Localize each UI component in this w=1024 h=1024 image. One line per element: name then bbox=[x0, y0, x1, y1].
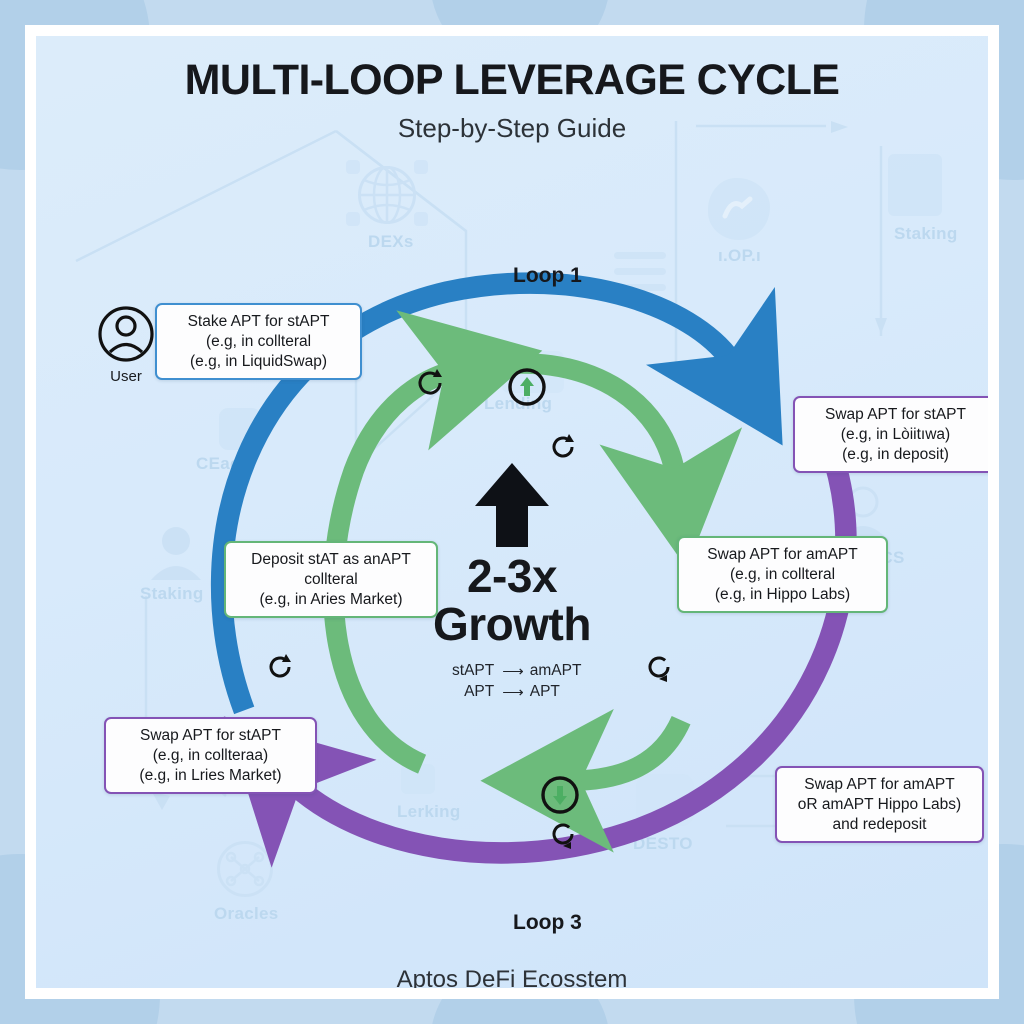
loop2-arrow-green-left bbox=[323, 310, 543, 774]
loop-3-label: Loop 3 bbox=[513, 911, 582, 934]
globe-grid-icon bbox=[359, 166, 415, 224]
page-subtitle: Step-by-Step Guide bbox=[397, 113, 627, 143]
step-line: and redeposit bbox=[832, 815, 927, 833]
watermark-desto: DESTO bbox=[633, 834, 693, 853]
watermark-lerking-bottom: Lerking bbox=[397, 802, 461, 821]
flow-row-stapt: stAPT ⟶ amAPT bbox=[382, 662, 642, 680]
growth-multiplier: 2-3x bbox=[466, 550, 558, 602]
staking-card-icon bbox=[888, 154, 942, 216]
flow-row-apt: APT ⟶ APT bbox=[382, 683, 642, 701]
step-line: (e.g, in collteral bbox=[729, 565, 836, 583]
step-swap-apt-amapt-hippo[interactable]: Swap APT for amAPT (e.g, in collteral (e… bbox=[677, 536, 888, 614]
step-line: (e.g, in Lòiitıwa) bbox=[840, 425, 951, 443]
step-swap-apt-stapt-lries[interactable]: Swap APT for stAPT (e.g, in collteraa) (… bbox=[104, 717, 317, 795]
loop-1-label: Loop 1 bbox=[513, 264, 582, 287]
step-line: (e.g, in Aries Market) bbox=[259, 590, 403, 608]
node-dot-icon bbox=[346, 212, 360, 226]
center-growth-block: 2-3x Growth stAPT ⟶ amAPT APT ⟶ APT bbox=[382, 461, 642, 701]
user-actor: User bbox=[96, 306, 156, 385]
user-icon bbox=[98, 306, 154, 362]
loop1-arrow-blue bbox=[210, 272, 783, 715]
swap-blob-icon bbox=[708, 178, 770, 240]
flow-arrow-icon: ⟶ bbox=[502, 684, 523, 702]
step-line: Swap APT for stAPT bbox=[140, 727, 281, 744]
step-line: (e.g, in Hippo Labs) bbox=[714, 585, 851, 603]
badge-refresh-bottom bbox=[552, 823, 574, 849]
step-line: Stake APT for stAPT bbox=[187, 313, 330, 330]
step-line: Swap APT for stAPT bbox=[825, 406, 966, 423]
watermark-staking-top: Staking bbox=[894, 224, 958, 243]
flow-to: APT bbox=[529, 683, 560, 701]
step-swap-apt-stapt-loiitwa[interactable]: Swap APT for stAPT (e.g, in Lòiitıwa) (e… bbox=[793, 396, 988, 474]
page-title: MULTI-LOOP LEVERAGE CYCLE bbox=[184, 56, 840, 104]
step-line: Swap APT for amAPT bbox=[804, 776, 955, 793]
step-line: collteral bbox=[304, 570, 358, 588]
badge-refresh-mid-right bbox=[648, 656, 670, 682]
badge-deposit-down bbox=[541, 776, 579, 814]
step-line: (e.g, in LiquidSwap) bbox=[190, 352, 327, 370]
step-line: (e.g, in collteral bbox=[205, 332, 312, 350]
step-line: Swap APT for amAPT bbox=[707, 546, 858, 563]
node-dot-icon bbox=[346, 160, 360, 174]
node-dot-icon bbox=[414, 160, 428, 174]
step-line: (e.g, in collteraa) bbox=[152, 746, 269, 764]
badge-refresh-top-left bbox=[418, 369, 442, 395]
step-line: oR amAPT Hippo Labs) bbox=[797, 795, 962, 813]
flow-to: amAPT bbox=[529, 662, 582, 680]
watermark-lopx: ı.OP.ı bbox=[718, 246, 762, 265]
step-line: (e.g, in Lries Market) bbox=[139, 766, 282, 784]
badge-deposit-up bbox=[508, 368, 546, 406]
flow-from: APT bbox=[464, 683, 495, 701]
footer-label: Aptos DeFi Ecosstem bbox=[396, 966, 628, 988]
badge-refresh-center bbox=[552, 434, 574, 458]
step-line: Deposit stAT as anAPT bbox=[251, 551, 411, 568]
loop2-arrow-green-bottom bbox=[480, 708, 691, 853]
flow-from: stAPT bbox=[452, 662, 495, 680]
badge-refresh-mid-left bbox=[269, 654, 291, 678]
step-line: (e.g, in deposit) bbox=[842, 445, 949, 463]
swap-glyph-icon bbox=[722, 196, 753, 219]
poster-frame: DEXs ı.OP.ı Staking CEacle Staking bbox=[25, 25, 999, 999]
staking-person-icon bbox=[151, 527, 201, 580]
up-arrow-icon bbox=[475, 463, 549, 547]
growth-label: Growth bbox=[433, 597, 591, 650]
watermark-dexs: DEXs bbox=[368, 232, 414, 251]
diagram-canvas: DEXs ı.OP.ı Staking CEacle Staking bbox=[36, 36, 988, 988]
user-label: User bbox=[110, 368, 142, 385]
flow-arrow-icon: ⟶ bbox=[502, 663, 523, 681]
list-bars-icon bbox=[614, 252, 666, 300]
step-stake-apt[interactable]: Stake APT for stAPT (e.g, in collteral (… bbox=[155, 303, 362, 381]
step-deposit-stat-collateral[interactable]: Deposit stAT as anAPT collteral (e.g, in… bbox=[224, 541, 438, 619]
node-dot-icon bbox=[414, 212, 428, 226]
watermark-staking-left: Staking bbox=[140, 584, 204, 603]
watermark-oracles-bottom: Oracles bbox=[214, 904, 279, 923]
step-swap-apt-amapt-redeposit[interactable]: Swap APT for amAPT oR amAPT Hippo Labs) … bbox=[775, 766, 984, 844]
